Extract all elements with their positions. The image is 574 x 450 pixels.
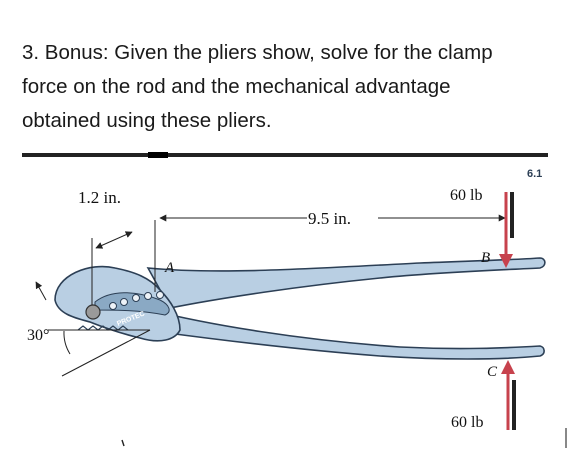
- separator-dark-spot: [148, 152, 168, 158]
- angle-ray-lower: [61, 329, 151, 377]
- point-c-label: C: [487, 364, 498, 380]
- angle-arc: [63, 330, 71, 355]
- dim-short-label: 1.2 in.: [78, 188, 121, 207]
- question-line-1: 3. Bonus: Given the pliers show, solve f…: [22, 41, 493, 64]
- force-top-bar: [510, 192, 514, 238]
- upper-handle: [146, 257, 546, 309]
- hole-5: [156, 291, 164, 299]
- force-top-label: 60 lb: [450, 187, 482, 204]
- question-text: 3. Bonus: Given the pliers show, solve f…: [22, 36, 552, 138]
- adjustment-holes: [109, 291, 164, 310]
- rod: [85, 304, 101, 320]
- point-b-label: B: [481, 250, 490, 266]
- force-top-head: [499, 254, 513, 268]
- dim-long-label: 9.5 in.: [308, 209, 351, 228]
- hole-3: [132, 294, 140, 302]
- hole-1: [109, 302, 117, 310]
- separator-bar: [22, 153, 548, 157]
- question-line-2: force on the rod and the mechanical adva…: [22, 75, 451, 98]
- dim-short-arrow: [95, 231, 133, 249]
- angle-ray-upper: [35, 281, 47, 301]
- point-a-label: A: [164, 260, 175, 276]
- lower-handle: [148, 308, 545, 360]
- pliers-figure: 6.1 PROTEC 1.2 in. 9.5 in. A 60 lb B C 6…: [22, 152, 567, 448]
- hole-4: [144, 292, 152, 300]
- force-bottom-label: 60 lb: [451, 414, 483, 431]
- hole-2: [120, 298, 128, 306]
- stray-mark: [121, 439, 125, 447]
- question-line-3: obtained using these pliers.: [22, 109, 272, 132]
- force-bottom-bar: [512, 380, 516, 430]
- ref-tag: 6.1: [527, 168, 542, 180]
- angle-label: 30°: [27, 327, 49, 344]
- jaw-teeth: [77, 325, 129, 331]
- force-bottom-head: [501, 360, 515, 374]
